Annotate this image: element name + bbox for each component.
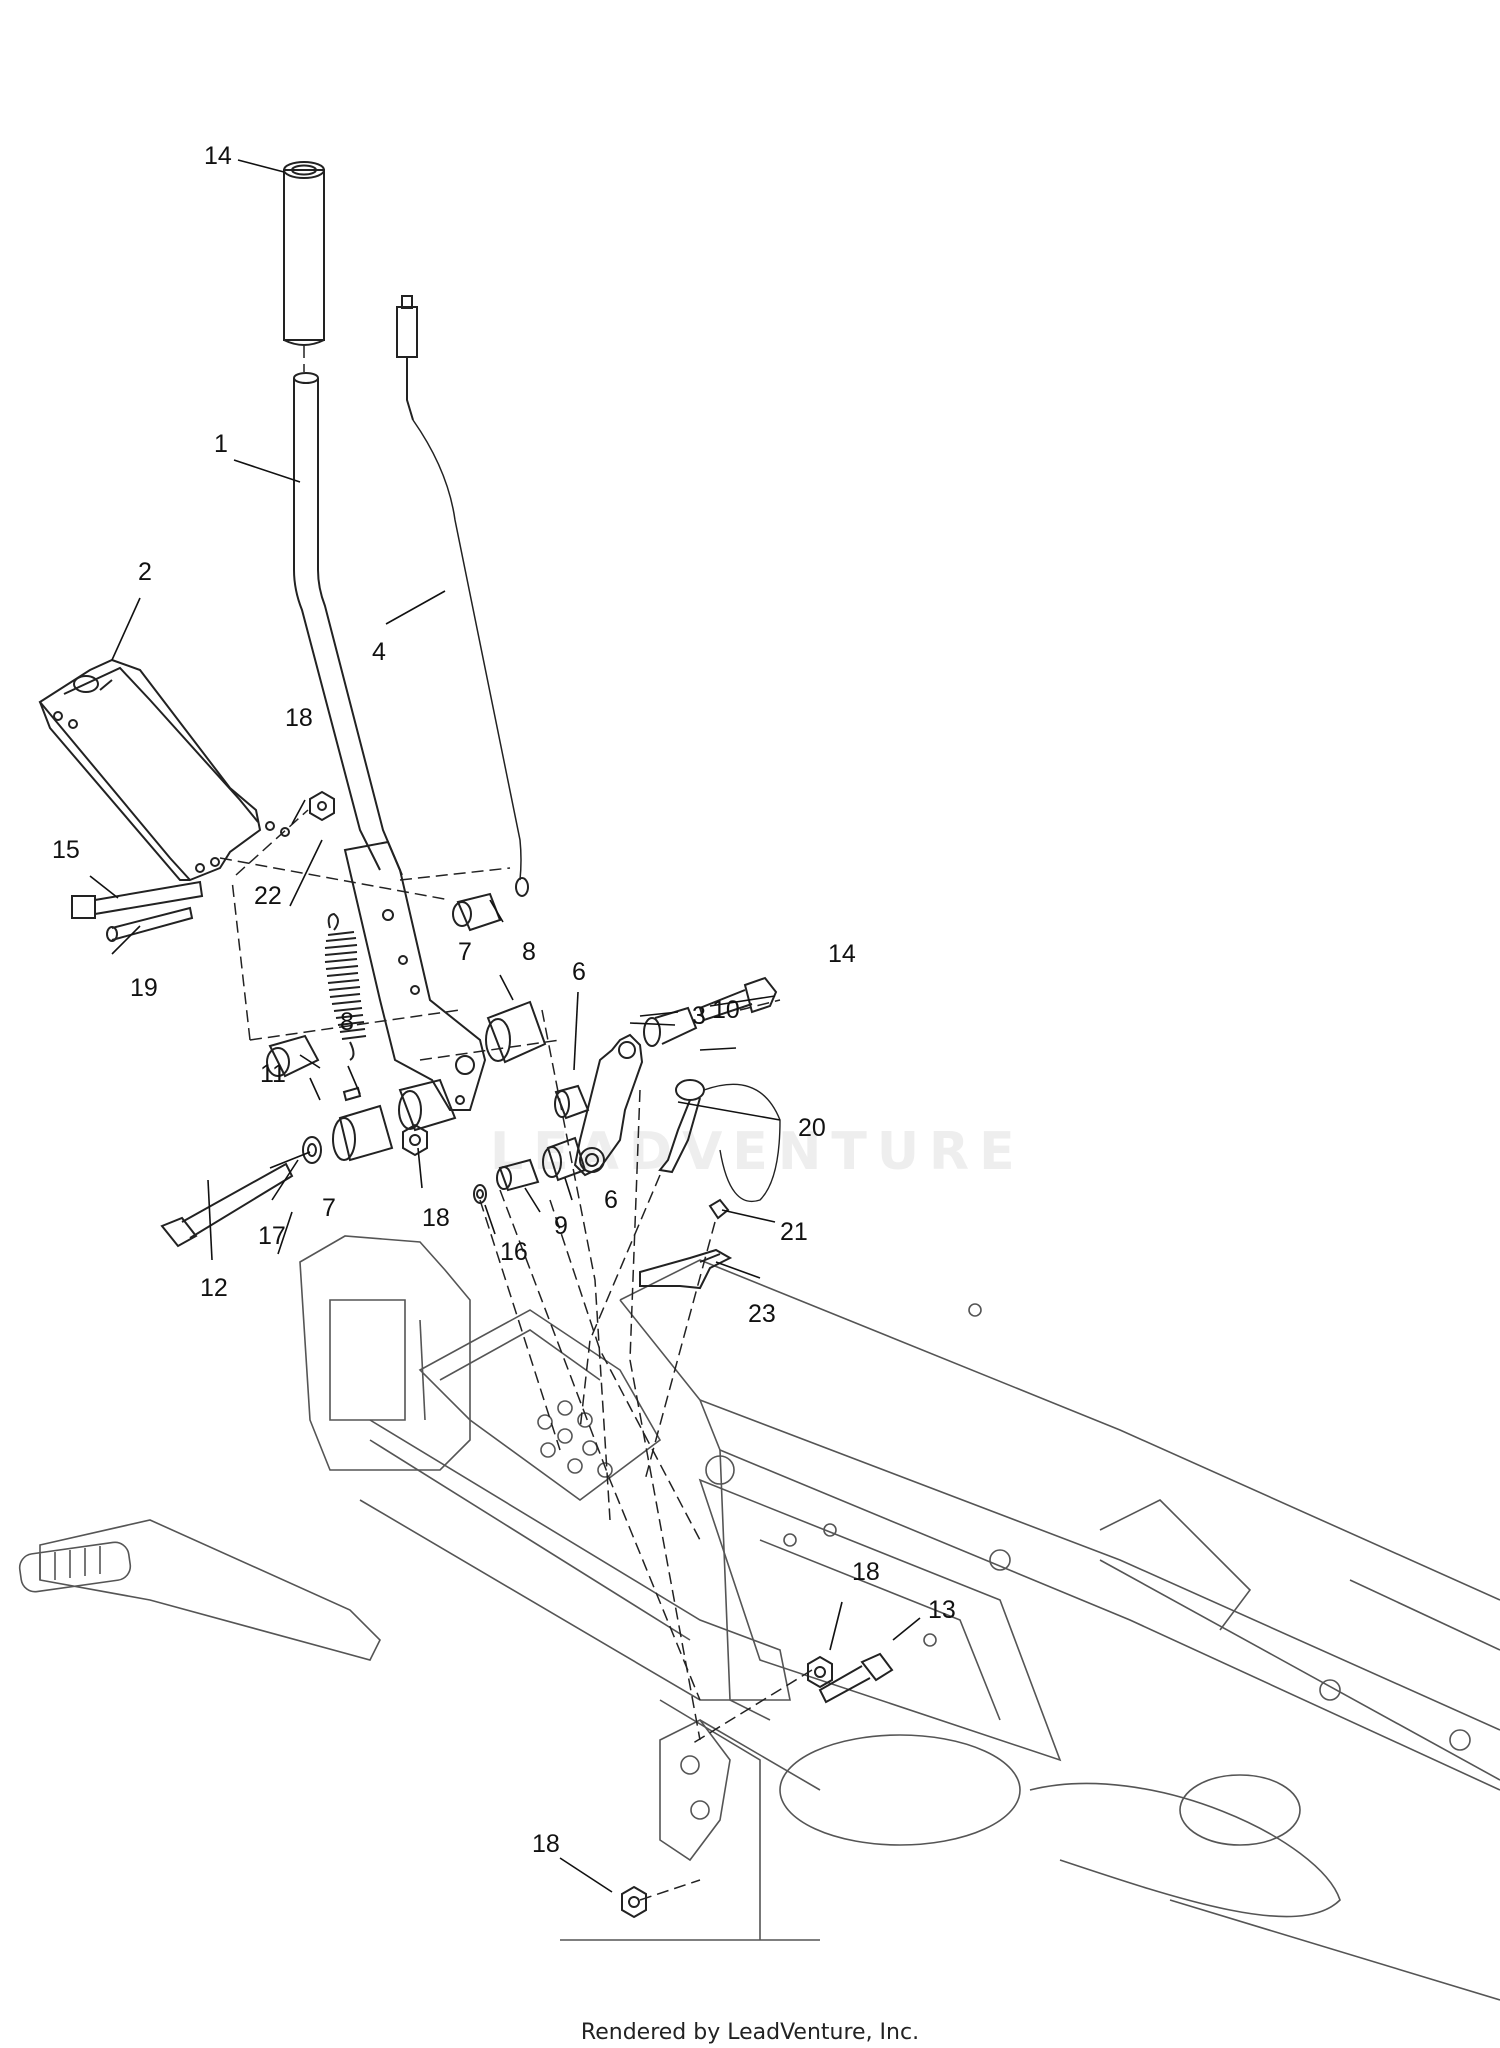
callout-6a: 6 [572, 958, 586, 986]
part-21-clip [708, 1198, 730, 1220]
callout-20: 20 [798, 1114, 826, 1142]
callout-8a: 8 [522, 938, 536, 966]
callout-1: 1 [214, 430, 228, 458]
assembly-lines [219, 346, 813, 1901]
part-5-grip [283, 161, 325, 346]
callout-8b: 8 [340, 1008, 354, 1036]
callout-18d: 18 [532, 1830, 560, 1858]
callout-14: 14 [828, 940, 856, 968]
leader-lines [89, 159, 921, 1893]
part-18-nut-b [402, 1123, 428, 1157]
callout-23: 23 [748, 1300, 776, 1328]
part-8-bushing-lower [266, 1034, 320, 1078]
part-11-roll-pin [342, 1086, 362, 1102]
footer-credit: Rendered by LeadVenture, Inc. [580, 2020, 920, 2045]
part-13-bolt [818, 1652, 894, 1704]
part-7-bushing-upper [485, 1000, 547, 1064]
part-12-bolt [160, 1162, 294, 1248]
part-20-pin [658, 1079, 781, 1202]
part-2-bracket [38, 658, 290, 882]
part-7-bushing-lower [332, 1104, 394, 1162]
callout-6b: 6 [604, 1186, 618, 1214]
part-3-arm [573, 1033, 644, 1177]
callout-18c: 18 [852, 1558, 880, 1586]
part-4-cable [396, 295, 529, 897]
part-8-bushing-upper [452, 892, 502, 932]
part-18-nut-d [621, 1885, 647, 1919]
part-17-washer [302, 1136, 322, 1164]
callouts: 14 1 2 4 18 15 22 8 7 19 6 14 10 3 8 11 … [52, 142, 956, 1858]
callout-9: 9 [554, 1212, 568, 1240]
part-9-spacer [496, 1158, 540, 1192]
part-22-spring [324, 912, 367, 1061]
part-10-flange-bushing [643, 1006, 698, 1047]
mower-frame [18, 1235, 1500, 2001]
part-16-washer [473, 1184, 487, 1204]
callout-21: 21 [780, 1218, 808, 1246]
callout-5: 14 [204, 142, 232, 170]
callout-4: 4 [372, 638, 386, 666]
part-18-nut-c [807, 1655, 833, 1689]
part-15-bolt [71, 880, 204, 919]
callout-22: 22 [254, 882, 282, 910]
callout-7b: 7 [322, 1194, 336, 1222]
callout-18b: 18 [422, 1204, 450, 1232]
callout-18a: 18 [285, 704, 313, 732]
callout-15: 15 [52, 836, 80, 864]
part-1-lever [293, 372, 487, 1111]
callout-19: 19 [130, 974, 158, 1002]
callout-10: 10 [712, 996, 740, 1024]
callout-3: 3 [692, 1002, 706, 1030]
callout-2: 2 [138, 558, 152, 586]
part-18-nut-a [309, 790, 335, 822]
part-19-pin [106, 906, 194, 942]
callout-16: 16 [500, 1238, 528, 1266]
callout-17: 17 [258, 1222, 286, 1250]
callout-11: 11 [260, 1060, 286, 1088]
part-23-plate [639, 1248, 733, 1290]
callout-7a: 7 [458, 938, 472, 966]
callout-13: 13 [928, 1596, 956, 1624]
callout-12: 12 [200, 1274, 228, 1302]
